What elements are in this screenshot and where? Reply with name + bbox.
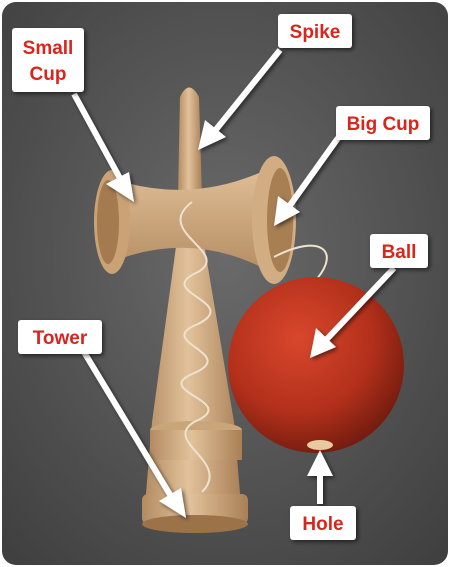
spike-arrow <box>198 48 283 150</box>
label-small-cup: Small Cup <box>12 28 84 92</box>
label-small-cup-line1: Small <box>23 38 74 59</box>
ball <box>228 277 404 453</box>
label-big-cup: Big Cup <box>336 106 430 140</box>
small-cup-inner <box>97 180 119 264</box>
label-ball: Ball <box>370 234 428 268</box>
label-ball-text: Ball <box>382 242 417 263</box>
label-big-cup-text: Big Cup <box>347 114 420 135</box>
small-cup-arrow <box>71 92 134 202</box>
label-hole: Hole <box>290 506 356 540</box>
string <box>179 201 328 493</box>
tower-ring <box>150 430 242 460</box>
arrows <box>71 48 397 518</box>
label-spike-text: Spike <box>290 22 341 43</box>
bottom-cup-rim <box>142 515 248 533</box>
label-hole-text: Hole <box>302 514 343 535</box>
ball-arrow <box>310 265 397 358</box>
crosspiece <box>107 167 274 274</box>
label-small-cup-line2: Cup <box>30 64 67 85</box>
hole-arrow <box>307 450 333 504</box>
kendama <box>94 87 404 533</box>
spike-shaft <box>178 87 202 197</box>
label-tower-text: Tower <box>33 328 88 349</box>
big-cup-arrow <box>274 136 341 226</box>
label-tower: Tower <box>18 320 102 354</box>
label-spike: Spike <box>278 14 352 48</box>
ball-hole <box>307 440 333 450</box>
tower-arrow <box>81 350 186 518</box>
